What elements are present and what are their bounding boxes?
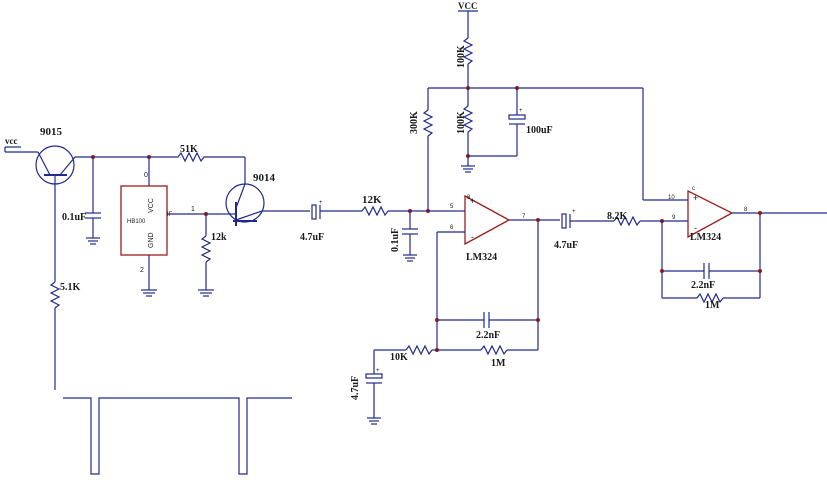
capacitor-4-7uf-c-label: 4.7uF (350, 376, 361, 400)
capacitor-2-2nf-a-label: 2.2nF (476, 330, 500, 341)
resistor-12k-small-label: 12k (211, 232, 227, 243)
junction-dot (536, 218, 540, 222)
resistor-1m-a-label: 1M (491, 358, 506, 369)
resistor-51k: 51K (176, 144, 246, 184)
hb100-part-label: HB100 (127, 219, 146, 225)
hb100-gnd-label: GND (148, 232, 155, 248)
capacitor-100uf-label: 100uF (526, 125, 553, 136)
opamp-u1: + - 8 5 6 7 LM324 (450, 194, 526, 263)
resistor-10k: 10K (374, 344, 437, 363)
hb100-pin-right: 1 (191, 206, 195, 213)
resistor-51k-label: 51K (180, 144, 198, 155)
junction-dot (536, 318, 540, 322)
opamp-u2: + - c 10 9 8 LM324 (668, 186, 748, 243)
resistor-100k-top-label: 100K (456, 45, 467, 68)
junction-dot (660, 269, 664, 273)
hb100-vcc-label: VCC (148, 198, 155, 213)
junction-dot (435, 318, 439, 322)
resistor-1m-b-label: 1M (705, 300, 720, 311)
capacitor-0-1uf-left-label: 0.1uF (62, 212, 86, 223)
opamp-u1-label: LM324 (466, 252, 497, 263)
vcc-top-symbol: VCC (458, 1, 478, 38)
resistor-8-2k: 8.2K (607, 211, 688, 227)
plus-sign: + (693, 193, 698, 203)
opamp-u2-pin-out: 8 (744, 207, 748, 213)
opamp-u2-label: LM324 (690, 232, 721, 243)
vcc-left-symbol: vcc (4, 136, 38, 153)
capacitor-0-1uf-left: 0.1uF (62, 157, 101, 245)
resistor-1m-b: 1M (662, 292, 760, 311)
resistor-100k: 100K (456, 88, 475, 173)
pulse-waveform (63, 397, 292, 475)
opamp-u1-pin-supply: 8 (467, 195, 471, 201)
resistor-12k-label: 12K (362, 194, 382, 206)
capacitor-0-1uf-mid: 0.1uF (390, 211, 418, 262)
resistor-12k: 12K (361, 194, 455, 217)
capacitor-4-7uf-c: + 4.7uF (350, 350, 383, 425)
resistor-5-1k: 5.1K (49, 184, 81, 390)
minus-sign: - (471, 232, 474, 242)
resistor-300k: 300K (409, 88, 434, 211)
capacitor-4-7uf-b: + 4.7uF (554, 209, 614, 251)
capacitor-100uf: + 100uF (468, 88, 553, 157)
resistor-10k-label: 10K (390, 352, 408, 363)
opamp-u2-pin-supply: c (692, 186, 695, 192)
opamp-u1-pin-in-minus: 6 (450, 225, 454, 231)
capacitor-0-1uf-mid-label: 0.1uF (390, 228, 401, 252)
minus-sign: - (694, 223, 697, 233)
capacitor-2-2nf-b: 2.2nF (662, 263, 760, 291)
resistor-12k-small: 12k (198, 214, 227, 297)
capacitor-4-7uf-b-label: 4.7uF (554, 240, 578, 251)
opamp-u2-pin-in-plus: 10 (668, 195, 675, 201)
plus-sign: + (376, 368, 380, 374)
opamp-u1-pin-in-plus: 5 (450, 204, 454, 210)
transistor-9015-label: 9015 (40, 126, 63, 138)
plus-sign: + (470, 196, 475, 206)
junction-dot (758, 269, 762, 273)
vcc-left-label: vcc (5, 136, 18, 146)
resistor-5-1k-label: 5.1K (60, 282, 81, 293)
resistor-300k-label: 300K (409, 111, 420, 134)
plus-sign: + (519, 108, 523, 114)
vcc-top-label: VCC (458, 1, 478, 11)
capacitor-2-2nf-b-label: 2.2nF (691, 280, 715, 291)
capacitor-2-2nf-a: 2.2nF (437, 312, 538, 341)
plus-sign: + (572, 209, 576, 215)
hb100-pin-bottom: 2 (140, 267, 144, 274)
resistor-8-2k-label: 8.2K (607, 211, 628, 222)
transistor-9014: 9014 (222, 172, 310, 226)
opamp-u2-pin-in-minus: 9 (672, 215, 676, 221)
hb100-if-label: IF (167, 212, 173, 218)
transistor-9014-label: 9014 (253, 172, 276, 184)
plus-sign: + (319, 200, 323, 206)
resistor-100k-label: 100K (456, 111, 467, 134)
hb100-pin-top: 0 (144, 172, 148, 179)
opamp-u1-pin-out: 7 (522, 214, 526, 220)
transistor-9015: 9015 (35, 126, 93, 185)
resistor-100k-top: 100K (456, 37, 474, 88)
capacitor-4-7uf-a: + 4.7uF (300, 200, 362, 243)
capacitor-4-7uf-a-label: 4.7uF (300, 232, 324, 243)
resistor-1m-a: 1M (437, 344, 538, 369)
junction-dot (758, 211, 762, 215)
hb100-module: 0 VCC HB100 GND IF 2 1 (120, 157, 222, 297)
